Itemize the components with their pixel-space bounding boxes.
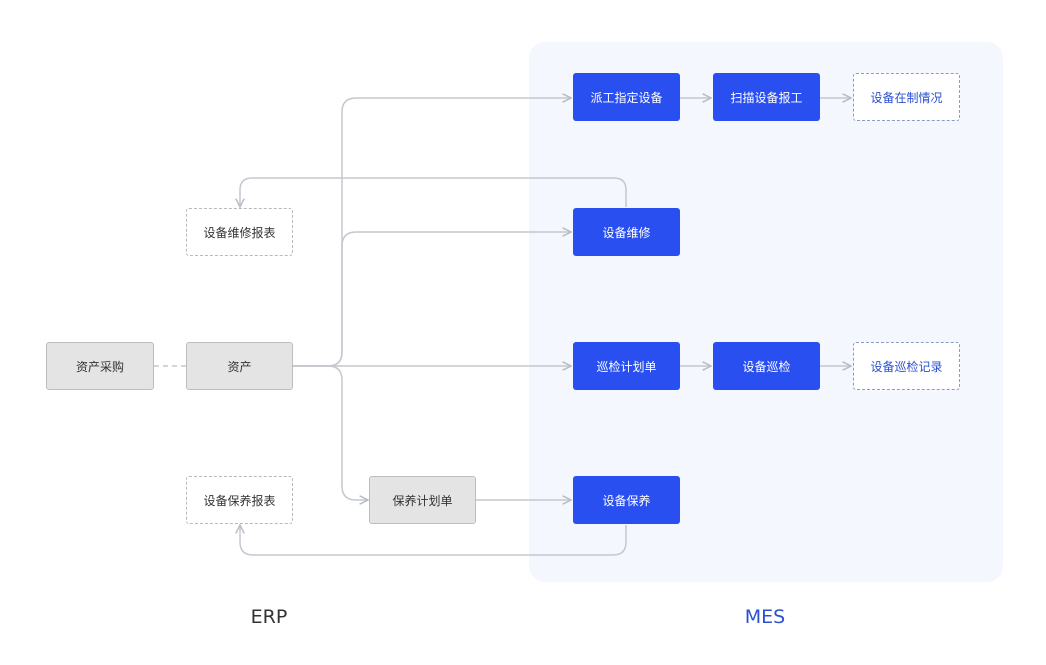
dispatch-equipment-node: 派工指定设备 xyxy=(573,73,680,121)
asset-purchase-label: 资产采购 xyxy=(75,359,124,374)
erp-section-label: ERP xyxy=(250,606,288,628)
dispatch-equipment-label: 派工指定设备 xyxy=(590,90,663,105)
equipment-inspection-label: 设备巡检 xyxy=(742,359,791,374)
asset-to-maintenance-plan-connector xyxy=(293,365,368,500)
equipment-repair-label: 设备维修 xyxy=(602,225,651,240)
equipment-maintenance-node: 设备保养 xyxy=(573,476,680,524)
mes-section-label: MES xyxy=(744,606,786,628)
equipment-inspection-node: 设备巡检 xyxy=(713,342,820,390)
repair-to-report-connector xyxy=(240,177,627,207)
maintenance-report-label: 设备保养报表 xyxy=(203,493,276,508)
inspection-record-node: 设备巡检记录 xyxy=(853,342,960,390)
maintenance-to-report-connector xyxy=(240,525,627,556)
inspection-plan-node: 巡检计划单 xyxy=(573,342,680,390)
asset-node: 资产 xyxy=(186,342,293,390)
repair-report-label: 设备维修报表 xyxy=(203,225,276,240)
scan-report-label: 扫描设备报工 xyxy=(730,90,803,105)
equipment-wip-node: 设备在制情况 xyxy=(853,73,960,121)
asset-label: 资产 xyxy=(227,359,252,374)
equipment-maintenance-label: 设备保养 xyxy=(602,493,651,508)
inspection-plan-label: 巡检计划单 xyxy=(596,359,657,374)
maintenance-plan-node: 保养计划单 xyxy=(369,476,476,524)
repair-report-node: 设备维修报表 xyxy=(186,208,293,256)
maintenance-plan-label: 保养计划单 xyxy=(392,493,453,508)
equipment-wip-label: 设备在制情况 xyxy=(870,90,943,105)
equipment-repair-node: 设备维修 xyxy=(573,208,680,256)
asset-purchase-node: 资产采购 xyxy=(46,342,154,390)
scan-report-node: 扫描设备报工 xyxy=(713,73,820,121)
inspection-record-label: 设备巡检记录 xyxy=(870,359,943,374)
asset-to-repair-connector xyxy=(293,232,571,367)
maintenance-report-node: 设备保养报表 xyxy=(186,476,293,524)
